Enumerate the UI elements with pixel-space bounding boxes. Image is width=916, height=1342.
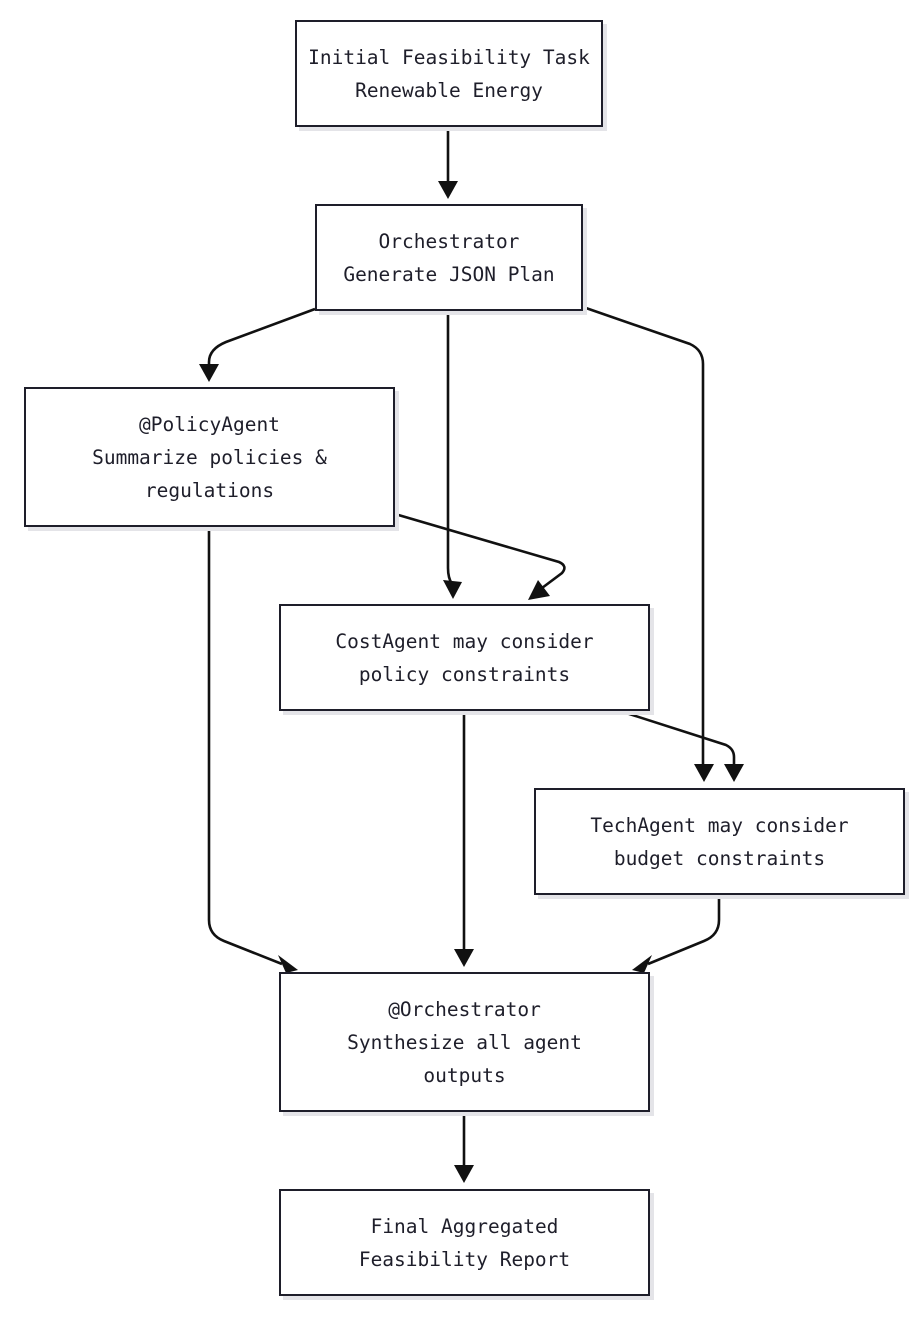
- node-label-line: CostAgent may consider: [335, 629, 594, 653]
- node-label-line: outputs: [423, 1063, 506, 1087]
- node-label-line: policy constraints: [358, 662, 571, 686]
- edge-orch-to-cost: [446, 311, 454, 585]
- node-tech-agent[interactable]: TechAgent may consider budget constraint…: [534, 788, 905, 895]
- edge-orch-to-tech: [582, 305, 705, 768]
- node-label-line: Synthesize all agent: [347, 1030, 582, 1054]
- node-orchestrator-synthesize[interactable]: @Orchestrator Synthesize all agent outpu…: [279, 972, 650, 1112]
- node-label-line: Initial Feasibility Task: [308, 45, 590, 69]
- arrowhead-tech-to-synth: [632, 955, 652, 973]
- edge-orch-to-policy: [207, 307, 316, 367]
- arrowhead-cost-to-synth: [454, 949, 474, 967]
- edge-policy-to-cost: [394, 512, 566, 590]
- arrowhead-policy-to-cost: [528, 580, 550, 600]
- node-orchestrator-plan[interactable]: Orchestrator Generate JSON Plan: [315, 204, 583, 311]
- edge-policy-to-synth: [207, 527, 283, 966]
- arrowhead-orch-to-policy: [199, 364, 219, 382]
- arrowhead-cost-to-tech: [724, 764, 744, 782]
- node-label-line: Summarize policies &: [92, 445, 327, 469]
- node-final-report[interactable]: Final Aggregated Feasibility Report: [279, 1189, 650, 1296]
- node-label-line: Orchestrator: [378, 229, 520, 253]
- node-label-line: @Orchestrator: [388, 997, 541, 1021]
- node-label-line: regulations: [144, 478, 275, 502]
- node-label-line: TechAgent may consider: [590, 813, 849, 837]
- node-initial-feasibility-task[interactable]: Initial Feasibility Task Renewable Energ…: [295, 20, 603, 127]
- edge-tech-to-synth: [647, 895, 721, 966]
- node-label-line: Final Aggregated: [370, 1214, 559, 1238]
- node-label-line: Generate JSON Plan: [343, 262, 555, 286]
- node-policy-agent[interactable]: @PolicyAgent Summarize policies & regula…: [24, 387, 395, 527]
- node-label-line: budget constraints: [613, 846, 826, 870]
- arrowhead-task-to-orch: [438, 181, 458, 199]
- node-label-line: Renewable Energy: [355, 78, 543, 102]
- arrowhead-orch-to-cost: [443, 580, 462, 599]
- arrowhead-synth-to-final: [454, 1165, 474, 1183]
- arrowhead-policy-to-synth: [278, 955, 298, 973]
- node-cost-agent[interactable]: CostAgent may consider policy constraint…: [279, 604, 650, 711]
- node-label-line: @PolicyAgent: [139, 412, 280, 436]
- edge-cost-to-tech: [619, 709, 736, 767]
- node-label-line: Feasibility Report: [358, 1247, 571, 1271]
- arrowhead-orch-to-tech: [694, 764, 714, 782]
